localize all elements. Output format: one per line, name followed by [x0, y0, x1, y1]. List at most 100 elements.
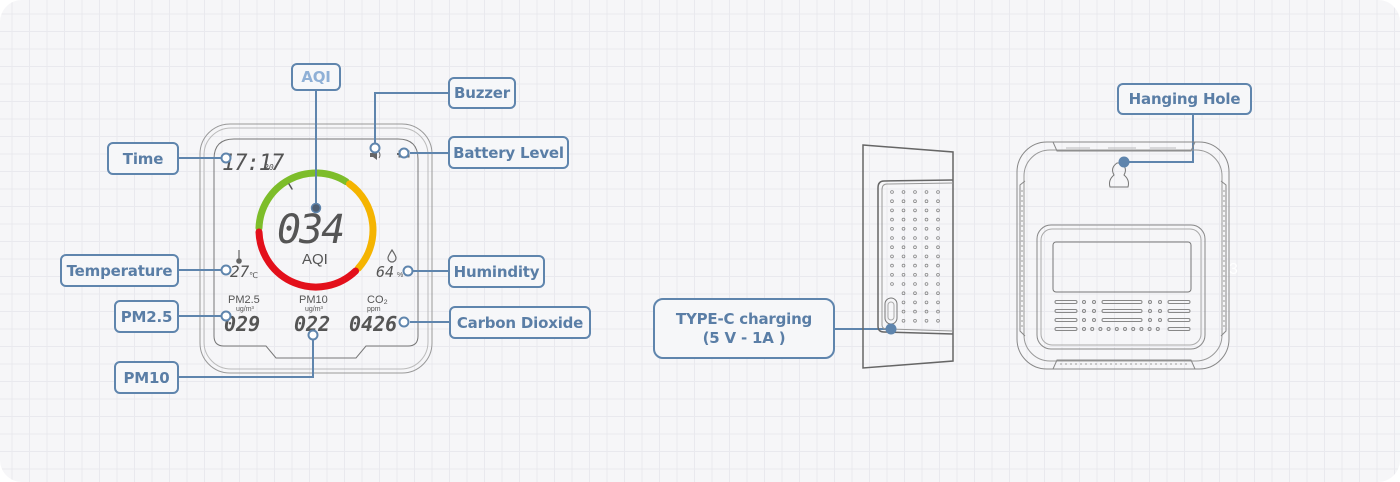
- vent-hole: [890, 245, 894, 250]
- vent-hole: [890, 254, 894, 259]
- pm10-label: PM10: [299, 294, 328, 306]
- vent-hole: [936, 263, 940, 268]
- aqi-anchor-dot: [310, 202, 322, 214]
- callout-pm25: PM2.5: [114, 300, 179, 333]
- callout-humidity: Humindity: [448, 255, 545, 288]
- vent-hole: [936, 199, 940, 204]
- vent-hole: [1082, 327, 1086, 331]
- side-device: [862, 144, 954, 369]
- vent-hole: [901, 227, 906, 231]
- vent-hole: [936, 227, 940, 231]
- typec-anchor-dot: [885, 323, 897, 335]
- vent-slot: [1054, 327, 1078, 331]
- vent-hole: [901, 208, 906, 213]
- vent-hole: [924, 199, 929, 204]
- vent-hole: [1082, 318, 1086, 322]
- gauge-arc-bad: [255, 228, 360, 291]
- callout-temperature: Temperature: [60, 254, 179, 287]
- vent-hole: [924, 208, 929, 213]
- seconds-display: 20: [264, 163, 274, 172]
- vent-hole: [924, 245, 929, 250]
- callout-buzzer: Buzzer: [448, 77, 516, 109]
- vent-hole: [913, 236, 917, 240]
- co2-value: 0426: [349, 312, 397, 336]
- vent-hole: [901, 272, 906, 277]
- vent-hole: [1092, 309, 1096, 313]
- vent-hole: [901, 291, 906, 296]
- vent-hole: [924, 190, 929, 194]
- vent-hole: [1148, 318, 1152, 322]
- callout-typec-charging: TYPE-C charging (5 V - 1A ): [653, 298, 835, 359]
- vent-hole: [936, 217, 940, 222]
- back-vent-slots: [1054, 300, 1191, 331]
- vent-hole: [913, 208, 917, 213]
- temperature-value: 27: [230, 262, 250, 281]
- vent-hole: [1106, 327, 1111, 331]
- vent-hole: [913, 245, 917, 250]
- vent-slot: [1054, 309, 1078, 313]
- vent-hole: [901, 199, 906, 204]
- vent-hole: [924, 309, 929, 314]
- vent-hole: [936, 272, 940, 277]
- droplet-icon: [387, 248, 397, 263]
- gauge-arc-moderate: [346, 180, 377, 272]
- vent-hole: [913, 272, 917, 277]
- vent-hole: [1139, 327, 1144, 331]
- vent-slot: [1101, 300, 1143, 304]
- vent-hole: [1082, 309, 1086, 313]
- hanging-anchor-dot: [1118, 156, 1130, 168]
- vent-slot: [1101, 318, 1143, 322]
- vent-holes: [890, 190, 940, 323]
- vent-slot: [1101, 309, 1143, 313]
- vent-hole: [1155, 327, 1160, 331]
- vent-hole: [924, 272, 929, 277]
- typec-line-2: (5 V - 1A ): [702, 328, 786, 347]
- vent-hole: [890, 190, 894, 194]
- vent-hole: [913, 190, 917, 194]
- vent-hole: [901, 282, 906, 286]
- vent-hole: [1148, 300, 1152, 304]
- vent-hole: [901, 263, 906, 268]
- vent-hole: [924, 236, 929, 240]
- aqi-gauge: [255, 169, 377, 291]
- vent-hole: [936, 291, 940, 296]
- callout-hanging-hole: Hanging Hole: [1117, 83, 1252, 115]
- vent-hole: [890, 199, 894, 204]
- vent-hole: [936, 245, 940, 250]
- back-device: [1016, 141, 1230, 370]
- aqi-value: 034: [277, 207, 343, 253]
- vent-hole: [1147, 327, 1152, 331]
- vent-hole: [924, 282, 929, 286]
- vent-hole: [901, 190, 906, 194]
- vent-hole: [1158, 309, 1162, 313]
- vent-hole: [936, 254, 940, 259]
- vent-hole: [913, 217, 917, 222]
- vent-hole: [890, 272, 894, 277]
- vent-hole: [1131, 327, 1136, 331]
- humidity-unit: %: [397, 272, 403, 279]
- vent-hole: [936, 236, 940, 240]
- callout-carbon-dioxide: Carbon Dioxide: [449, 306, 591, 339]
- vent-hole: [901, 318, 906, 323]
- vent-hole: [901, 245, 906, 250]
- aqi-label: AQI: [302, 251, 328, 268]
- vent-hole: [913, 291, 917, 296]
- pm10-unit: ug/m³: [305, 306, 324, 313]
- thermometer-icon: [236, 250, 242, 264]
- callout-battery-level: Battery Level: [448, 136, 569, 169]
- vent-hole: [924, 300, 929, 305]
- pm25-unit: ug/m³: [236, 306, 255, 313]
- callout-time: Time: [107, 142, 179, 175]
- vent-hole: [913, 300, 917, 305]
- vent-hole: [913, 318, 917, 323]
- vent-hole: [890, 282, 894, 286]
- vent-hole: [1092, 318, 1096, 322]
- vent-hole: [936, 300, 940, 305]
- vent-hole: [890, 217, 894, 222]
- vent-hole: [890, 208, 894, 213]
- vent-hole: [936, 309, 940, 314]
- vent-slot: [1167, 309, 1191, 313]
- vent-hole: [924, 263, 929, 268]
